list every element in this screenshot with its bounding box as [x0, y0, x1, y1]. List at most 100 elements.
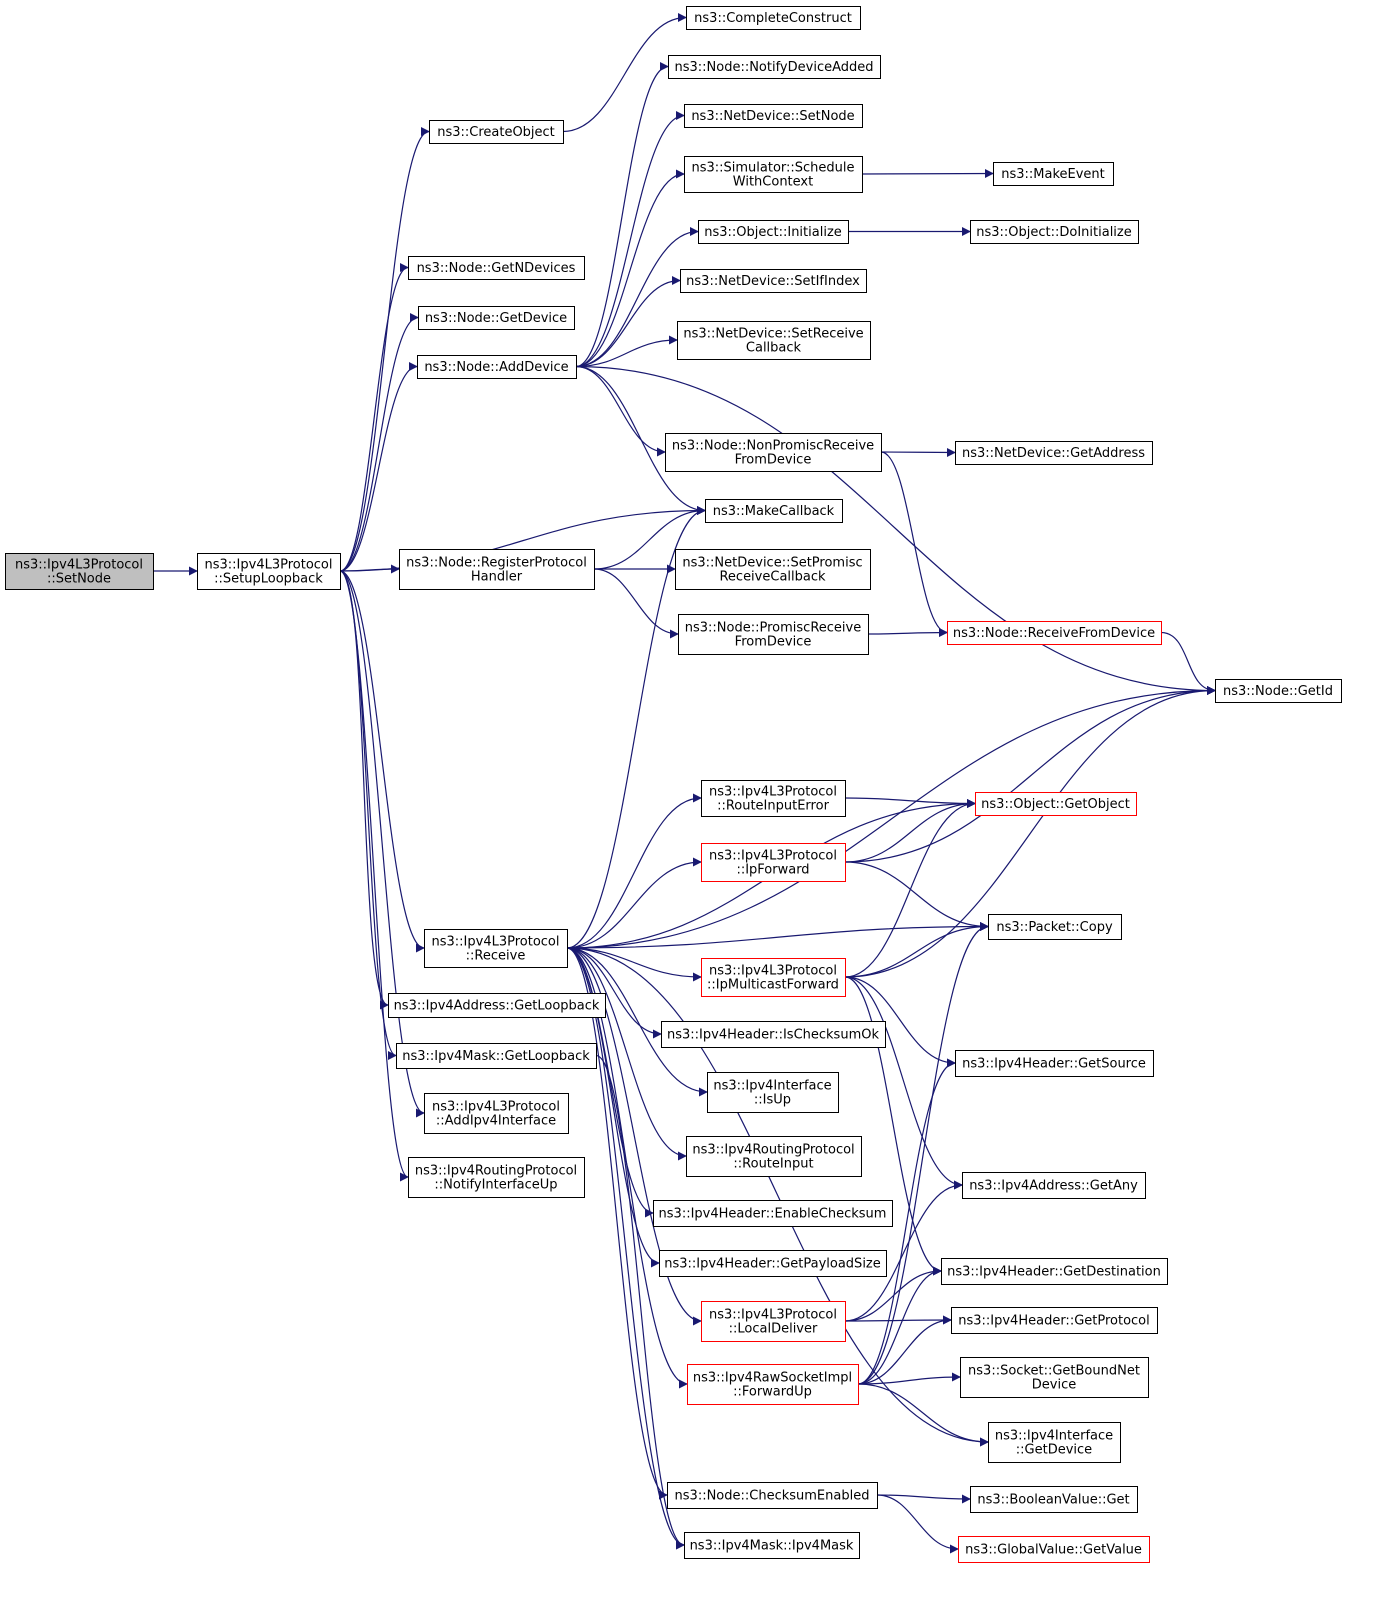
- node-box-mask_getloopback: [396, 1043, 597, 1069]
- node-box-ipforward: [701, 843, 846, 882]
- edge-ipforward-to-getobject: [844, 799, 976, 863]
- node-setnode[interactable]: ns3::Ipv4L3Protocol::SetNode: [5, 553, 154, 590]
- node-box-makeevent: [993, 162, 1114, 186]
- node-label-addipv4interface-0: ns3::Ipv4L3Protocol: [432, 1100, 560, 1115]
- node-box-routeinputerror: [701, 780, 846, 817]
- edge-forwardup-to-getsource: [857, 1058, 956, 1385]
- nodes: ns3::Ipv4L3Protocol::SetNodens3::Ipv4L3P…: [5, 6, 1342, 1563]
- node-object_doinitialize[interactable]: ns3::Object::DoInitialize: [970, 220, 1139, 244]
- node-checksumenabled[interactable]: ns3::Node::ChecksumEnabled: [667, 1482, 878, 1509]
- node-label-getdevice-0: ns3::Node::GetDevice: [425, 311, 567, 326]
- node-getpayloadsize[interactable]: ns3::Ipv4Header::GetPayloadSize: [659, 1250, 887, 1277]
- node-enablechecksum[interactable]: ns3::Ipv4Header::EnableChecksum: [653, 1200, 893, 1227]
- node-getdestination[interactable]: ns3::Ipv4Header::GetDestination: [941, 1258, 1168, 1285]
- node-box-iface_getdevice: [988, 1422, 1121, 1463]
- node-booleanvalue_get[interactable]: ns3::BooleanValue::Get: [970, 1486, 1138, 1513]
- node-box-getobject: [975, 792, 1137, 816]
- node-setifindex[interactable]: ns3::NetDevice::SetIfIndex: [680, 269, 867, 293]
- node-label-booleanvalue_get-0: ns3::BooleanValue::Get: [977, 1493, 1129, 1508]
- node-iface_getdevice[interactable]: ns3::Ipv4Interface::GetDevice: [988, 1422, 1121, 1463]
- edge-localdeliver-to-getdestination: [844, 1266, 942, 1322]
- node-label-notifyinterfaceup-0: ns3::Ipv4RoutingProtocol: [415, 1164, 577, 1179]
- node-adddevice[interactable]: ns3::Node::AddDevice: [417, 355, 577, 379]
- node-label-setuploopback-1: ::SetupLoopback: [214, 572, 323, 587]
- node-routeinputerror[interactable]: ns3::Ipv4L3Protocol::RouteInputError: [701, 780, 846, 817]
- node-makecallback[interactable]: ns3::MakeCallback: [705, 499, 843, 523]
- node-label-localdeliver-1: ::LocalDeliver: [729, 1322, 818, 1337]
- node-packet_copy[interactable]: ns3::Packet::Copy: [988, 914, 1122, 940]
- node-getany[interactable]: ns3::Ipv4Address::GetAny: [962, 1172, 1146, 1199]
- node-addr_getloopback[interactable]: ns3::Ipv4Address::GetLoopback: [388, 993, 606, 1018]
- node-object_initialize[interactable]: ns3::Object::Initialize: [698, 220, 849, 244]
- node-ischecksumok[interactable]: ns3::Ipv4Header::IsChecksumOk: [661, 1021, 886, 1048]
- node-forwardup[interactable]: ns3::Ipv4RawSocketImpl::ForwardUp: [687, 1364, 859, 1405]
- node-label-setuploopback-0: ns3::Ipv4L3Protocol: [205, 558, 333, 573]
- edge-receivefromdevice-to-node_getid: [1160, 631, 1216, 695]
- node-addipv4interface[interactable]: ns3::Ipv4L3Protocol::AddIpv4Interface: [424, 1093, 569, 1134]
- node-isup[interactable]: ns3::Ipv4Interface::IsUp: [707, 1072, 839, 1113]
- node-label-registerprotocolhandler-0: ns3::Node::RegisterProtocol: [406, 556, 587, 571]
- edge-setuploopback-to-registerprotocolhandler: [339, 564, 400, 574]
- edge-nonpromiscreceive-to-receivefromdevice: [880, 451, 948, 637]
- node-setuploopback[interactable]: ns3::Ipv4L3Protocol::SetupLoopback: [197, 553, 341, 590]
- edge-localdeliver-to-getany: [844, 1180, 963, 1322]
- node-globalvalue_getvalue[interactable]: ns3::GlobalValue::GetValue: [958, 1536, 1150, 1563]
- node-localdeliver[interactable]: ns3::Ipv4L3Protocol::LocalDeliver: [701, 1301, 846, 1342]
- node-label-ipv4mask_ctor-0: ns3::Ipv4Mask::Ipv4Mask: [690, 1539, 854, 1554]
- node-receivefromdevice[interactable]: ns3::Node::ReceiveFromDevice: [947, 621, 1162, 645]
- node-label-setpromiscreceivecallback-1: ReceiveCallback: [719, 570, 826, 585]
- node-label-createobject-0: ns3::CreateObject: [437, 125, 555, 140]
- node-box-object_doinitialize: [970, 220, 1139, 244]
- node-ipmulticastforward[interactable]: ns3::Ipv4L3Protocol::IpMulticastForward: [701, 958, 846, 997]
- node-node_getid[interactable]: ns3::Node::GetId: [1215, 679, 1342, 703]
- edge-setuploopback-to-getdevice: [339, 313, 419, 572]
- node-getsource[interactable]: ns3::Ipv4Header::GetSource: [955, 1050, 1154, 1077]
- node-ipv4mask_ctor[interactable]: ns3::Ipv4Mask::Ipv4Mask: [684, 1532, 860, 1559]
- node-label-ipforward-0: ns3::Ipv4L3Protocol: [709, 849, 837, 864]
- edge-ipmulticastforward-to-getobject: [844, 799, 976, 978]
- node-routeinput[interactable]: ns3::Ipv4RoutingProtocol::RouteInput: [686, 1136, 862, 1177]
- node-getdevice[interactable]: ns3::Node::GetDevice: [418, 306, 575, 330]
- edge-setuploopback-to-createobject: [339, 127, 430, 572]
- edge-setuploopback-to-mask_getloopback: [339, 570, 397, 1060]
- node-notifyinterfaceup[interactable]: ns3::Ipv4RoutingProtocol::NotifyInterfac…: [408, 1157, 585, 1198]
- node-label-getany-0: ns3::Ipv4Address::GetAny: [969, 1179, 1138, 1194]
- node-receive[interactable]: ns3::Ipv4L3Protocol::Receive: [424, 929, 568, 968]
- edge-receive-to-getpayloadsize: [566, 947, 660, 1268]
- node-notifydeviceadded[interactable]: ns3::Node::NotifyDeviceAdded: [668, 55, 881, 79]
- node-getndevices[interactable]: ns3::Node::GetNDevices: [408, 256, 585, 280]
- node-label-enablechecksum-0: ns3::Ipv4Header::EnableChecksum: [659, 1207, 887, 1222]
- node-box-getpayloadsize: [659, 1250, 887, 1277]
- node-label-routeinputerror-0: ns3::Ipv4L3Protocol: [709, 785, 837, 800]
- edge-adddevice-to-schedulewithcontext: [575, 169, 685, 368]
- node-box-forwardup: [687, 1364, 859, 1405]
- node-completeconstruct[interactable]: ns3::CompleteConstruct: [686, 6, 861, 30]
- node-mask_getloopback[interactable]: ns3::Ipv4Mask::GetLoopback: [396, 1043, 597, 1069]
- node-label-nonpromiscreceive-0: ns3::Node::NonPromiscReceive: [672, 439, 874, 454]
- edge-setuploopback-to-adddevice: [339, 362, 418, 572]
- node-label-getprotocol-0: ns3::Ipv4Header::GetProtocol: [958, 1314, 1150, 1329]
- node-makeevent[interactable]: ns3::MakeEvent: [993, 162, 1114, 186]
- node-setpromiscreceivecallback[interactable]: ns3::NetDevice::SetPromiscReceiveCallbac…: [675, 549, 871, 590]
- edge-receive-to-ischecksumok: [566, 947, 662, 1039]
- edge-adddevice-to-notifydeviceadded: [575, 62, 669, 368]
- node-createobject[interactable]: ns3::CreateObject: [429, 120, 564, 144]
- node-getaddress[interactable]: ns3::NetDevice::GetAddress: [955, 441, 1153, 465]
- node-label-ipmulticastforward-1: ::IpMulticastForward: [707, 978, 839, 993]
- node-ipforward[interactable]: ns3::Ipv4L3Protocol::IpForward: [701, 843, 846, 882]
- edge-schedulewithcontext-to-makeevent: [861, 169, 994, 179]
- edge-promiscreceive-to-receivefromdevice: [867, 628, 948, 638]
- edge-ipmulticastforward-to-packet_copy: [844, 922, 989, 978]
- node-label-schedulewithcontext-1: WithContext: [733, 175, 813, 190]
- node-getobject[interactable]: ns3::Object::GetObject: [975, 792, 1137, 816]
- node-getprotocol[interactable]: ns3::Ipv4Header::GetProtocol: [951, 1307, 1158, 1334]
- node-netdevice_setnode[interactable]: ns3::NetDevice::SetNode: [684, 104, 863, 128]
- node-box-routeinput: [686, 1136, 862, 1177]
- node-box-getdevice: [418, 306, 575, 330]
